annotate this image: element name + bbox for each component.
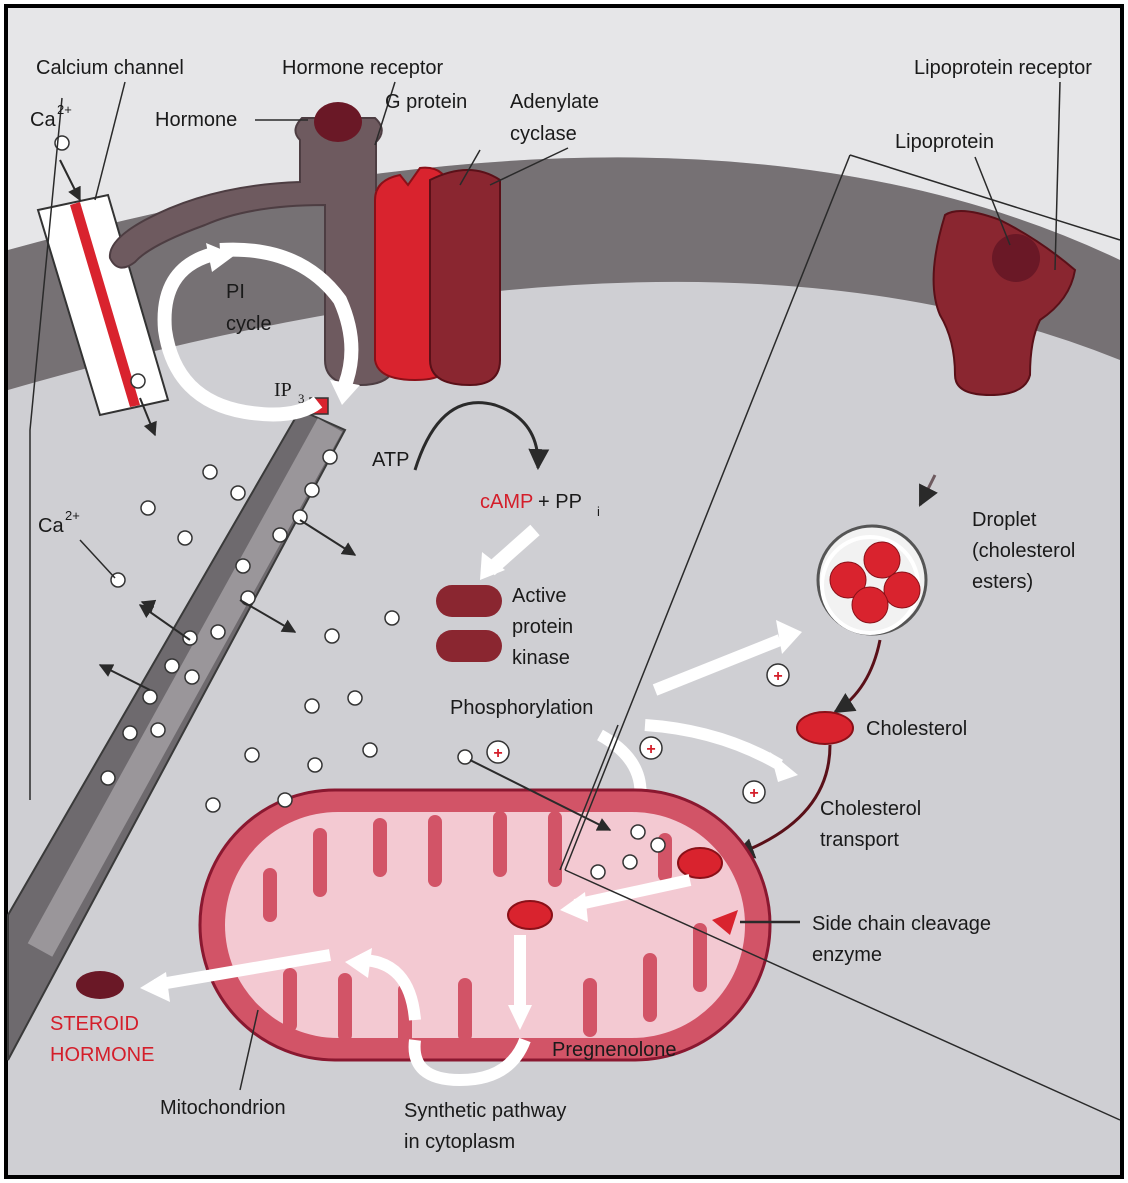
cholesterol — [797, 712, 853, 744]
label-hormone-product: HORMONE — [50, 1044, 154, 1066]
hormone-molecule — [314, 102, 362, 142]
label-droplet: Droplet — [972, 509, 1037, 531]
label-atp: ATP — [372, 449, 409, 471]
label-in-cytoplasm: in cytoplasm — [404, 1131, 515, 1153]
label-steroid: STEROID — [50, 1013, 139, 1035]
label-enzyme: enzyme — [812, 944, 882, 966]
label-protein: protein — [512, 616, 573, 638]
label-hormone: Hormone — [155, 109, 237, 131]
label-ppi-sub: i — [597, 504, 600, 519]
label-cholesterol: Cholesterol — [866, 718, 967, 740]
label-phosphorylation: Phosphorylation — [450, 697, 593, 719]
label-ip3: IP — [274, 379, 292, 401]
label-ca-cytoplasm: Ca — [38, 515, 64, 537]
label-cholesterol-transport-2: transport — [820, 829, 899, 851]
steroid-hormone-molecule — [76, 971, 124, 999]
protein-kinase-top — [436, 585, 502, 617]
label-cholesterol-esters-1: (cholesterol — [972, 540, 1075, 562]
label-camp: cAMP — [480, 491, 533, 513]
adenylate-cyclase — [430, 170, 500, 385]
label-ca-extracellular-sup: 2+ — [57, 102, 72, 117]
label-lipoprotein-receptor: Lipoprotein receptor — [914, 57, 1092, 79]
lipoprotein-particle — [992, 234, 1040, 282]
label-pregnenolone: Pregnenolone — [552, 1039, 677, 1061]
label-side-chain-cleavage: Side chain cleavage — [812, 913, 991, 935]
label-ca-cytoplasm-sup: 2+ — [65, 508, 80, 523]
label-adenylate: Adenylate — [510, 91, 599, 113]
label-kinase: kinase — [512, 647, 570, 669]
plus-sign: + — [493, 745, 502, 762]
label-calcium-channel: Calcium channel — [36, 57, 184, 79]
label-cycle: cycle — [226, 313, 272, 335]
label-cholesterol-esters-2: esters) — [972, 571, 1033, 593]
label-mitochondrion: Mitochondrion — [160, 1097, 286, 1119]
label-ip3-sub: 3 — [298, 391, 305, 406]
label-ca-extracellular: Ca — [30, 109, 56, 131]
label-cyclase: cyclase — [510, 123, 577, 145]
label-lipoprotein: Lipoprotein — [895, 131, 994, 153]
label-pi: PI — [226, 281, 245, 303]
plus-sign: + — [749, 785, 758, 802]
label-cholesterol-transport-1: Cholesterol — [820, 798, 921, 820]
label-g-protein: G protein — [385, 91, 467, 113]
label-active: Active — [512, 585, 566, 607]
label-synthetic-pathway: Synthetic pathway — [404, 1100, 566, 1122]
label-hormone-receptor: Hormone receptor — [282, 57, 444, 79]
label-ppi: + PP — [538, 491, 582, 513]
mito-pregnenolone — [508, 901, 552, 929]
plus-sign: + — [646, 741, 655, 758]
protein-kinase-bottom — [436, 630, 502, 662]
mito-cholesterol — [678, 848, 722, 878]
plus-sign: + — [773, 668, 782, 685]
